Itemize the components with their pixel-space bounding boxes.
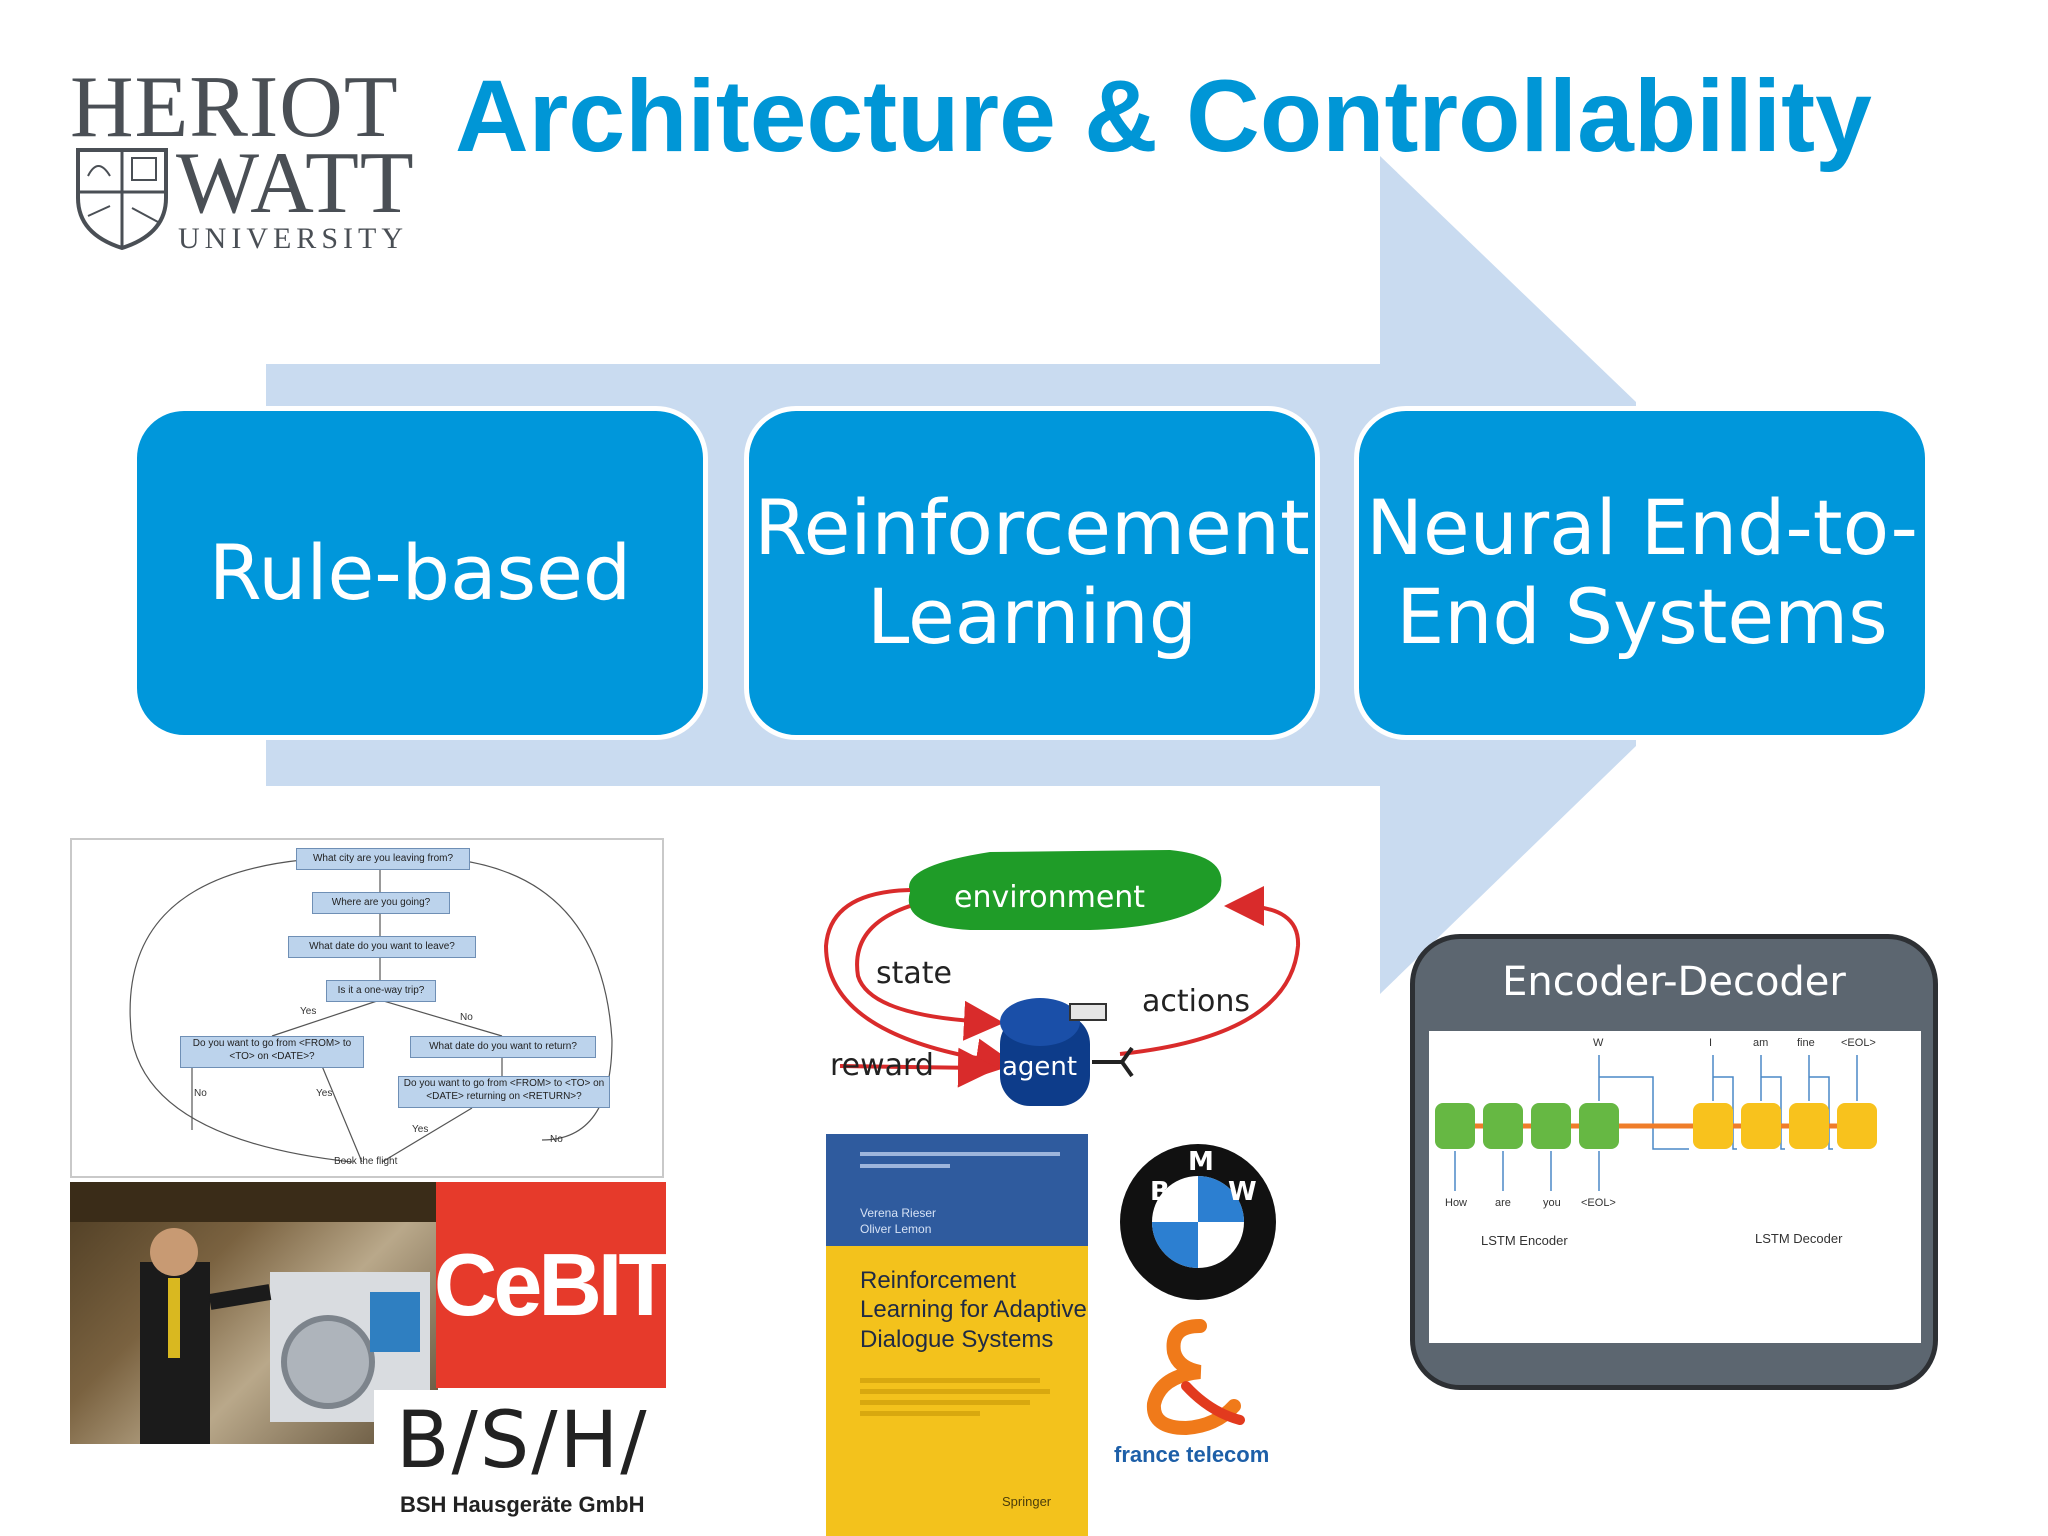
book-title: Reinforcement Learning for Adaptive Dial… <box>860 1266 1087 1354</box>
encoder-decoder-diagram: How are you <EOL> W I am fine <EOL> LSTM… <box>1429 1031 1921 1343</box>
slide-title: Architecture & Controllability <box>455 59 1872 173</box>
stage-label: End Systems <box>1396 572 1888 661</box>
flow-label: Yes <box>300 1006 317 1017</box>
decoder-output-token: <EOL> <box>1841 1037 1876 1049</box>
flow-question: What city are you leaving from? <box>296 848 470 870</box>
encoder-decoder-card: Encoder-Decoder <box>1410 934 1938 1390</box>
rl-loop <box>823 850 1301 1106</box>
stage-rule-based: Rule-based <box>132 406 708 740</box>
flow-label: No <box>194 1088 207 1099</box>
book-title-line: Dialogue Systems <box>860 1325 1054 1353</box>
bsh-logo: B/S/H/ BSH Hausgeräte GmbH <box>374 1390 674 1536</box>
flow-question: Where are you going? <box>312 892 450 914</box>
decoder-output-token: am <box>1753 1037 1769 1049</box>
lstm-encoder-label: LSTM Encoder <box>1481 1233 1568 1248</box>
ampersand-icon <box>1146 1319 1245 1436</box>
flow-question: What date do you want to return? <box>410 1036 596 1058</box>
flow-label: Yes <box>316 1088 333 1099</box>
rule-based-flowchart: What city are you leaving from? Where ar… <box>70 838 664 1178</box>
decoder-output-token: fine <box>1797 1037 1815 1049</box>
book-subtitle <box>860 1372 1060 1422</box>
encoder-decoder-title: Encoder-Decoder <box>1502 959 1846 1005</box>
rl-environment-label: environment <box>954 880 1146 915</box>
bmw-letter: M <box>1188 1147 1214 1177</box>
bmw-letter: B <box>1150 1177 1170 1207</box>
rl-agent-label: agent <box>1002 1052 1078 1082</box>
book-title-line: Learning for Adaptive <box>860 1296 1087 1324</box>
encoder-input-token: you <box>1543 1197 1561 1209</box>
book-publisher: Springer <box>1002 1494 1052 1509</box>
bsh-company-name: BSH Hausgeräte GmbH <box>400 1492 645 1517</box>
book-cover: Verena Rieser Oliver Lemon Reinforcement… <box>826 1134 1088 1536</box>
book-author: Verena Rieser <box>860 1206 937 1220</box>
logo-line-3: UNIVERSITY <box>178 222 408 255</box>
rl-diagram: environment state actions reward agent <box>770 826 1310 1126</box>
bmw-roundel-icon: B M W <box>1120 1144 1276 1300</box>
encoder-input-token: are <box>1495 1197 1511 1209</box>
lstm-decoder-label: LSTM Decoder <box>1755 1231 1843 1246</box>
bsh-logo-mark: B/S/H/ <box>396 1396 649 1486</box>
flow-label: No <box>460 1012 473 1023</box>
flow-end: Book the flight <box>334 1156 398 1167</box>
rl-state-label: state <box>876 956 952 991</box>
decoder-output-token: W <box>1593 1037 1604 1049</box>
flow-question: What date do you want to leave? <box>288 936 476 958</box>
encoder-input-token: <EOL> <box>1581 1197 1616 1209</box>
photo-scene <box>70 1182 438 1444</box>
france-telecom-label: france telecom <box>1114 1442 1270 1467</box>
book-title-line: Reinforcement <box>860 1267 1017 1294</box>
flow-question: Is it a one-way trip? <box>326 980 436 1002</box>
stage-label: Learning <box>867 572 1197 661</box>
crest-icon <box>76 148 168 250</box>
rl-reward-label: reward <box>830 1048 934 1083</box>
stage-reinforcement-learning: Reinforcement Learning <box>744 406 1320 740</box>
cebit-logo: CeBIT <box>434 1182 672 1388</box>
stage-neural-end-to-end: Neural End-to- End Systems <box>1354 406 1930 740</box>
france-telecom-logo: france telecom <box>1110 1316 1270 1476</box>
stage-label: Rule-based <box>208 527 632 617</box>
encoder-input-token: How <box>1445 1197 1468 1209</box>
lstm-chain <box>1435 1055 1877 1191</box>
decoder-output-token: I <box>1709 1037 1713 1049</box>
bmw-letter: W <box>1228 1177 1257 1207</box>
stage-label: Neural End-to- <box>1366 483 1918 573</box>
book-cover-band: Verena Rieser Oliver Lemon <box>826 1134 1088 1246</box>
cebit-photo <box>70 1182 438 1444</box>
bmw-logo: B M W <box>1118 1142 1278 1302</box>
book-author: Oliver Lemon <box>860 1222 932 1236</box>
rl-actions-label: actions <box>1142 984 1250 1019</box>
flow-label: No <box>550 1134 563 1145</box>
logo-line-1: HERIOT <box>70 59 399 156</box>
flow-question: Do you want to go from <FROM> to <TO> on… <box>398 1076 610 1108</box>
flowchart-connectors <box>129 859 613 1163</box>
logo-line-2: WATT <box>176 135 415 232</box>
flow-question: Do you want to go from <FROM> to <TO> on… <box>180 1036 364 1068</box>
heriot-watt-logo: HERIOT WATT UNIVERSITY <box>70 64 430 254</box>
flow-label: Yes <box>412 1124 429 1135</box>
stage-label: Reinforcement <box>754 483 1310 573</box>
